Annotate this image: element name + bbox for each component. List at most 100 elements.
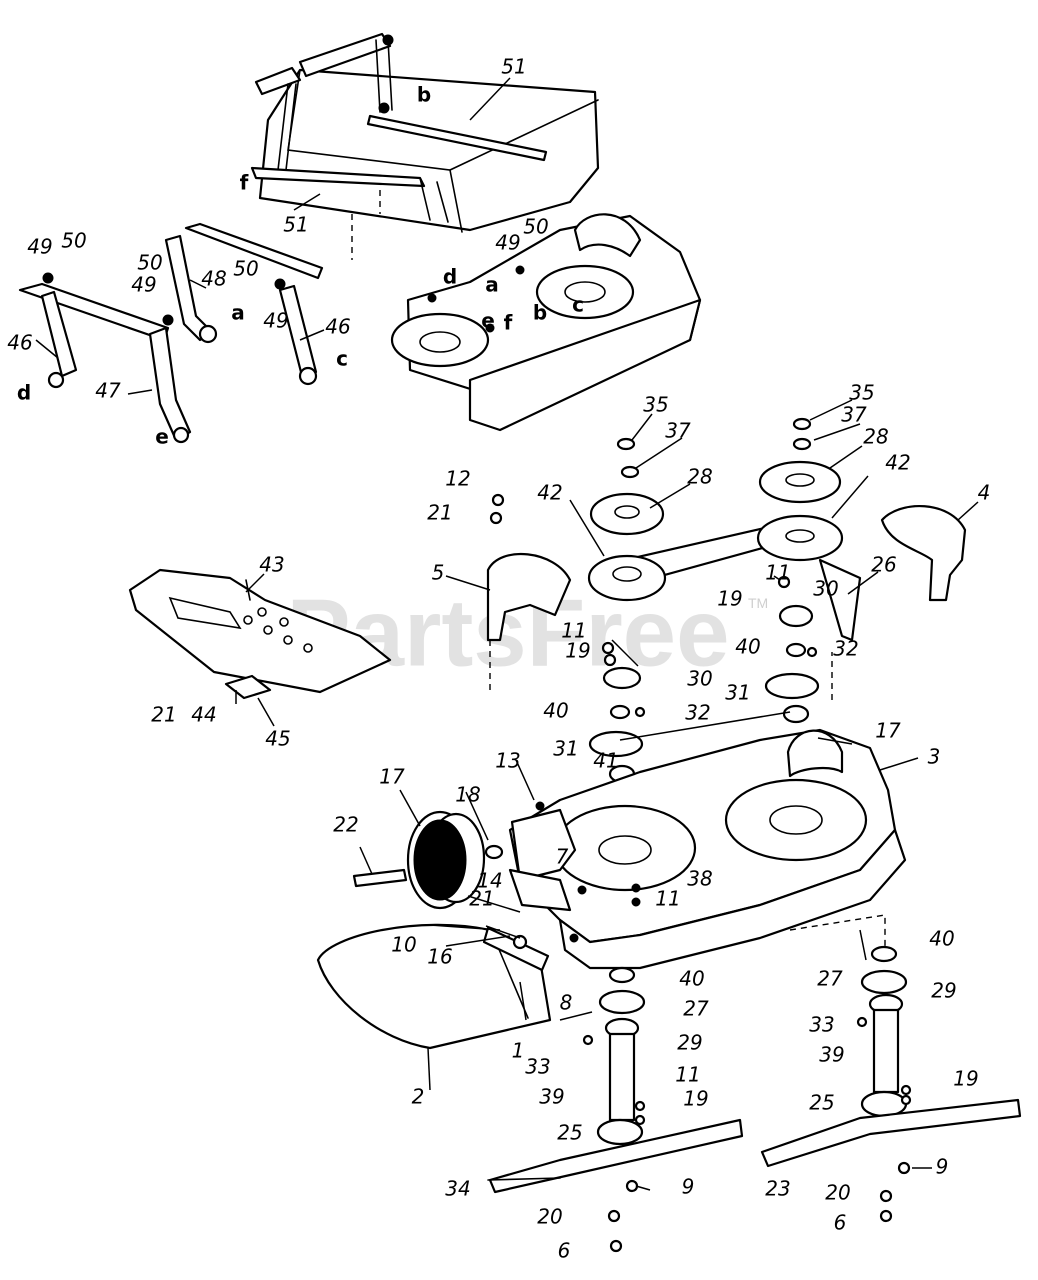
callout-29-right: 29: [931, 979, 956, 1003]
callout-30-right: 30: [813, 577, 838, 601]
callout-49-deck: 49: [495, 231, 520, 255]
callout-42-right: 42: [885, 451, 910, 475]
callout-19-right-spindle: 19: [953, 1067, 978, 1091]
callout-38: 38: [687, 867, 712, 891]
callout-2: 2: [412, 1085, 425, 1109]
callout-44: 44: [191, 703, 216, 727]
callout-30-left: 30: [687, 667, 712, 691]
letter-d-linkage: d: [17, 381, 31, 405]
callout-23: 23: [765, 1177, 790, 1201]
callout-29-left: 29: [677, 1031, 702, 1055]
upper-deck-view: [390, 213, 702, 432]
callout-35-right: 35: [849, 381, 874, 405]
callout-9-right: 9: [936, 1155, 949, 1179]
callout-8: 8: [560, 991, 573, 1015]
leader-lines: [35, 77, 979, 1191]
letter-f-frame: f: [240, 171, 249, 195]
letter-b-frame: b: [417, 83, 431, 107]
callout-1: 1: [512, 1039, 525, 1063]
callout-35-left: 35: [643, 393, 668, 417]
gauge-wheel-assembly: [352, 810, 504, 910]
callout-33-right: 33: [809, 1013, 834, 1037]
callout-49-mid: 49: [131, 273, 156, 297]
callout-50-deck: 50: [523, 215, 548, 239]
callout-20-left: 20: [537, 1205, 562, 1229]
callout-labels: 1 2 3 4 5 6 6 7 8 9 9 10 11 11 11 11 12 …: [7, 55, 990, 1263]
lift-linkage: [18, 222, 324, 444]
callout-39-left: 39: [539, 1085, 564, 1109]
letter-e-deck: e: [481, 309, 495, 333]
callout-27-left: 27: [683, 997, 709, 1021]
callout-21-shield: 21: [151, 703, 176, 727]
callout-19-right-top: 19: [717, 587, 742, 611]
letter-e-linkage: e: [155, 425, 169, 449]
connection-letters: a a b b c c d d e e f f: [17, 83, 584, 449]
callout-13: 13: [495, 749, 520, 773]
callout-51-bottom: 51: [283, 213, 308, 237]
callout-25-right: 25: [809, 1091, 834, 1115]
tractor-frame-assembly: [250, 32, 600, 260]
callout-40-left-spindle: 40: [679, 967, 704, 991]
right-spindle-blade: [760, 945, 1022, 1223]
letter-f-deck: f: [504, 311, 513, 335]
callout-50-left: 50: [61, 229, 86, 253]
callout-40-right-spindle: 40: [929, 927, 954, 951]
callout-7: 7: [556, 845, 569, 869]
callout-40-right-top: 40: [735, 635, 760, 659]
belt-shield-plate: [128, 568, 392, 700]
callout-41: 41: [593, 749, 618, 773]
callout-46-right: 46: [325, 315, 350, 339]
callout-5: 5: [432, 561, 445, 585]
letter-c-linkage: c: [336, 347, 348, 371]
callout-51-top: 51: [501, 55, 526, 79]
callout-16: 16: [427, 945, 452, 969]
callout-25-left: 25: [557, 1121, 582, 1145]
callout-48: 48: [201, 267, 226, 291]
callout-31-right: 31: [725, 681, 750, 705]
callout-46-left: 46: [7, 331, 32, 355]
callout-11-left-top: 11: [561, 619, 586, 643]
callout-22: 22: [333, 813, 358, 837]
callout-27-right: 27: [817, 967, 843, 991]
pulley-belt-system: [486, 417, 967, 784]
callout-43: 43: [259, 553, 284, 577]
callout-50-mid: 50: [137, 251, 162, 275]
watermark-trademark: TM: [748, 595, 768, 611]
callout-32-right: 32: [833, 637, 858, 661]
callout-11-left-spindle: 11: [675, 1063, 700, 1087]
callout-50-right: 50: [233, 257, 258, 281]
callout-4: 4: [978, 481, 991, 505]
callout-31-left: 31: [553, 737, 578, 761]
callout-39-right: 39: [819, 1043, 844, 1067]
callout-18: 18: [455, 783, 480, 807]
callout-3: 3: [928, 745, 941, 769]
letter-a-deck: a: [485, 273, 499, 297]
letter-b-deck: b: [533, 301, 547, 325]
letter-a-linkage: a: [231, 301, 245, 325]
callout-37-right: 37: [841, 403, 867, 427]
callout-33-left: 33: [525, 1055, 550, 1079]
callout-42-left: 42: [537, 481, 562, 505]
callout-11-right-top: 11: [765, 561, 790, 585]
discharge-chute: [316, 923, 552, 1050]
callout-34: 34: [445, 1177, 470, 1201]
callout-28-left: 28: [687, 465, 712, 489]
callout-19-left-top: 19: [565, 639, 590, 663]
callout-6-left: 6: [558, 1239, 571, 1263]
mower-deck-housing: [489, 640, 907, 970]
callout-21-chute: 21: [469, 887, 494, 911]
callout-17-deck: 17: [875, 719, 901, 743]
callout-21-top: 21: [427, 501, 452, 525]
callout-37-left: 37: [665, 419, 691, 443]
callout-28-right: 28: [863, 425, 888, 449]
callout-47: 47: [95, 379, 121, 403]
callout-49-left: 49: [27, 235, 52, 259]
letter-d-deck: d: [443, 265, 457, 289]
callout-17-wheel: 17: [379, 765, 405, 789]
callout-32-left: 32: [685, 701, 710, 725]
callout-6-right: 6: [834, 1211, 847, 1235]
callout-20-right: 20: [825, 1181, 850, 1205]
callout-19-left-spindle: 19: [683, 1087, 708, 1111]
callout-26: 26: [871, 553, 896, 577]
